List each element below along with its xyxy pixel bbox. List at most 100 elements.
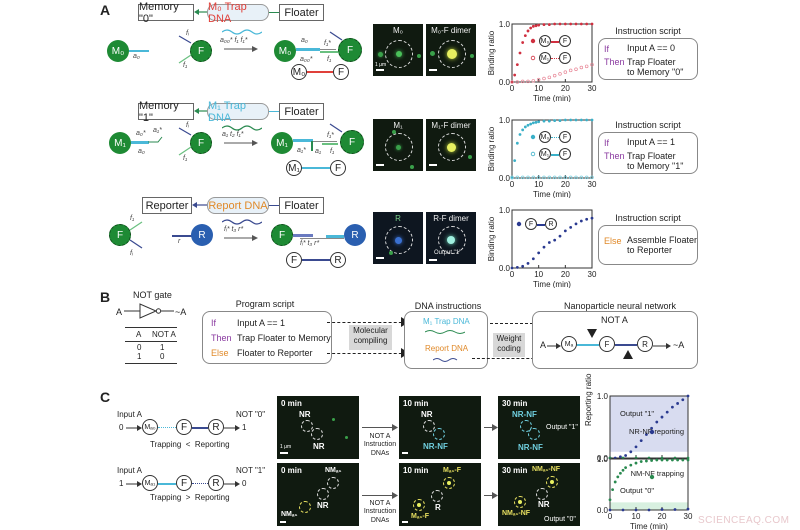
particle-label: NMₐ₁ <box>325 467 342 474</box>
svg-text:0: 0 <box>510 84 515 93</box>
reporter-box: Reporter <box>142 197 192 214</box>
m1-trap-dna-pill: M₁ Trap DNA <box>207 100 269 124</box>
svg-text:Time (min): Time (min) <box>533 94 571 102</box>
particle-label: NR <box>538 500 550 509</box>
scale-bar <box>376 164 384 166</box>
svg-text:30: 30 <box>588 270 597 279</box>
circuit-node-f: F <box>176 475 192 491</box>
report-dna-pill: Report DNA <box>207 197 269 214</box>
svg-text:Binding ratio: Binding ratio <box>487 30 496 75</box>
transition-label: NOT A Instruction DNAs <box>363 433 397 457</box>
time-label: 0 min <box>281 399 302 408</box>
transition-arrow <box>484 495 494 496</box>
m1-nanoparticle-complex: M₁ <box>271 132 293 154</box>
circuit-node-r: R <box>208 419 224 435</box>
legend-line <box>551 154 559 156</box>
keyword-else: Else <box>604 236 622 246</box>
m0-nanoparticle-complex: M₀ <box>274 40 296 62</box>
complex-a1-label: a₁ <box>315 148 322 155</box>
micrograph-label: M₀ <box>393 26 403 35</box>
circuit-edge-weak <box>158 427 176 428</box>
reaction-labels: a₀₀* f₁ f₁* <box>220 37 248 44</box>
micrograph-c-10min-bottom: 10 min Mₐ₁-F R Mₐ₁-F <box>399 463 481 526</box>
script-condition: Input A == 0 <box>627 43 676 53</box>
scale-bar <box>429 259 437 261</box>
micrograph-m0: M₀ 1 μm <box>373 24 423 76</box>
circuit-node-r: R <box>208 475 224 491</box>
time-label: 30 min <box>502 399 528 408</box>
legend-node: M₀ <box>539 35 551 47</box>
time-label: 10 min <box>403 399 429 408</box>
floater-box: Floater <box>279 4 324 21</box>
nn-subtitle: NOT A <box>601 315 628 325</box>
gate-output: ~A <box>175 307 187 317</box>
roi-circle <box>520 420 532 432</box>
micrograph-label: M₀-F dimer <box>431 26 471 35</box>
svg-text:30: 30 <box>588 180 597 189</box>
arrow-right-icon <box>224 481 240 487</box>
circuit-edge-strong <box>158 483 176 485</box>
roi-circle <box>423 420 435 432</box>
svg-text:NR-NF reporting: NR-NF reporting <box>629 427 684 436</box>
gate-input: A <box>116 307 123 317</box>
roi-circle <box>438 226 466 254</box>
roi-circle <box>299 501 311 513</box>
particle <box>417 54 421 58</box>
particle <box>332 418 335 421</box>
arrow-left-icon <box>194 108 208 114</box>
node-m1: M₁ <box>286 160 302 176</box>
linker-strand <box>313 141 337 142</box>
particle <box>470 54 474 58</box>
weight-arrowhead-icon <box>587 329 597 338</box>
program-script-box: If Input A == 1 Then Trap Floater to Mem… <box>202 311 332 364</box>
scale-bar <box>280 521 286 523</box>
roi-circle <box>443 477 455 489</box>
hybrid-strand <box>296 48 320 51</box>
circuit-output-value: 1 <box>242 423 247 432</box>
trap-dna-strand-icon <box>425 330 465 334</box>
complex-f1-label: f₁ <box>327 56 332 63</box>
keyword-then: Then <box>604 57 625 67</box>
script-action: Trap Floater to Memory "1" <box>627 151 684 172</box>
not-gate-title: NOT gate <box>133 290 172 300</box>
truth-table-header: NOT A <box>152 330 176 339</box>
particle-label: NMₐ₁-NF <box>532 466 561 473</box>
floater-nanoparticle: F <box>109 224 131 246</box>
arrow-right-icon <box>126 481 142 487</box>
svg-text:10: 10 <box>534 84 543 93</box>
hybrid-strand <box>293 139 313 142</box>
floater-nanoparticle-complex: F <box>340 130 364 154</box>
legend-node: R <box>545 218 557 230</box>
arrowhead-icon <box>392 424 398 431</box>
svg-text:0.0: 0.0 <box>597 506 609 515</box>
arrow-right-icon <box>126 425 142 431</box>
particle-label: NMₐ₁-NF <box>502 510 531 517</box>
reaction-arrow-icon <box>224 235 258 241</box>
dna-item-m1-trap: M₁ Trap DNA <box>423 317 470 326</box>
circuit-relation: Trapping < Reporting <box>150 440 230 449</box>
time-label: 0 min <box>281 466 302 475</box>
program-line: Floater to Reporter <box>237 348 313 358</box>
particle <box>447 481 451 485</box>
legend-node: F <box>559 148 571 160</box>
a0-label: a₀ <box>133 53 140 60</box>
instruction-script-title: Instruction script <box>615 213 681 223</box>
roi-circle <box>536 488 548 500</box>
svg-text:0.0: 0.0 <box>499 174 511 183</box>
instruction-script-box: Else Assemble Floater to Reporter <box>598 225 698 265</box>
binding-line <box>302 167 330 169</box>
particle <box>378 52 383 57</box>
roi-circle <box>385 133 413 161</box>
complex-f1star-label: f₁* <box>324 40 331 47</box>
svg-text:1.0: 1.0 <box>499 116 511 125</box>
svg-text:10: 10 <box>534 270 543 279</box>
table-rule <box>125 363 177 364</box>
panel-c-label: C <box>100 389 111 405</box>
a0-strand <box>129 50 149 52</box>
truth-table-cell: 0 <box>160 352 165 361</box>
circuit-input-value: 0 <box>119 423 124 432</box>
roi-circle <box>438 40 466 68</box>
time-label: 30 min <box>502 466 528 475</box>
fi-strand <box>329 123 343 133</box>
particle <box>392 130 396 134</box>
